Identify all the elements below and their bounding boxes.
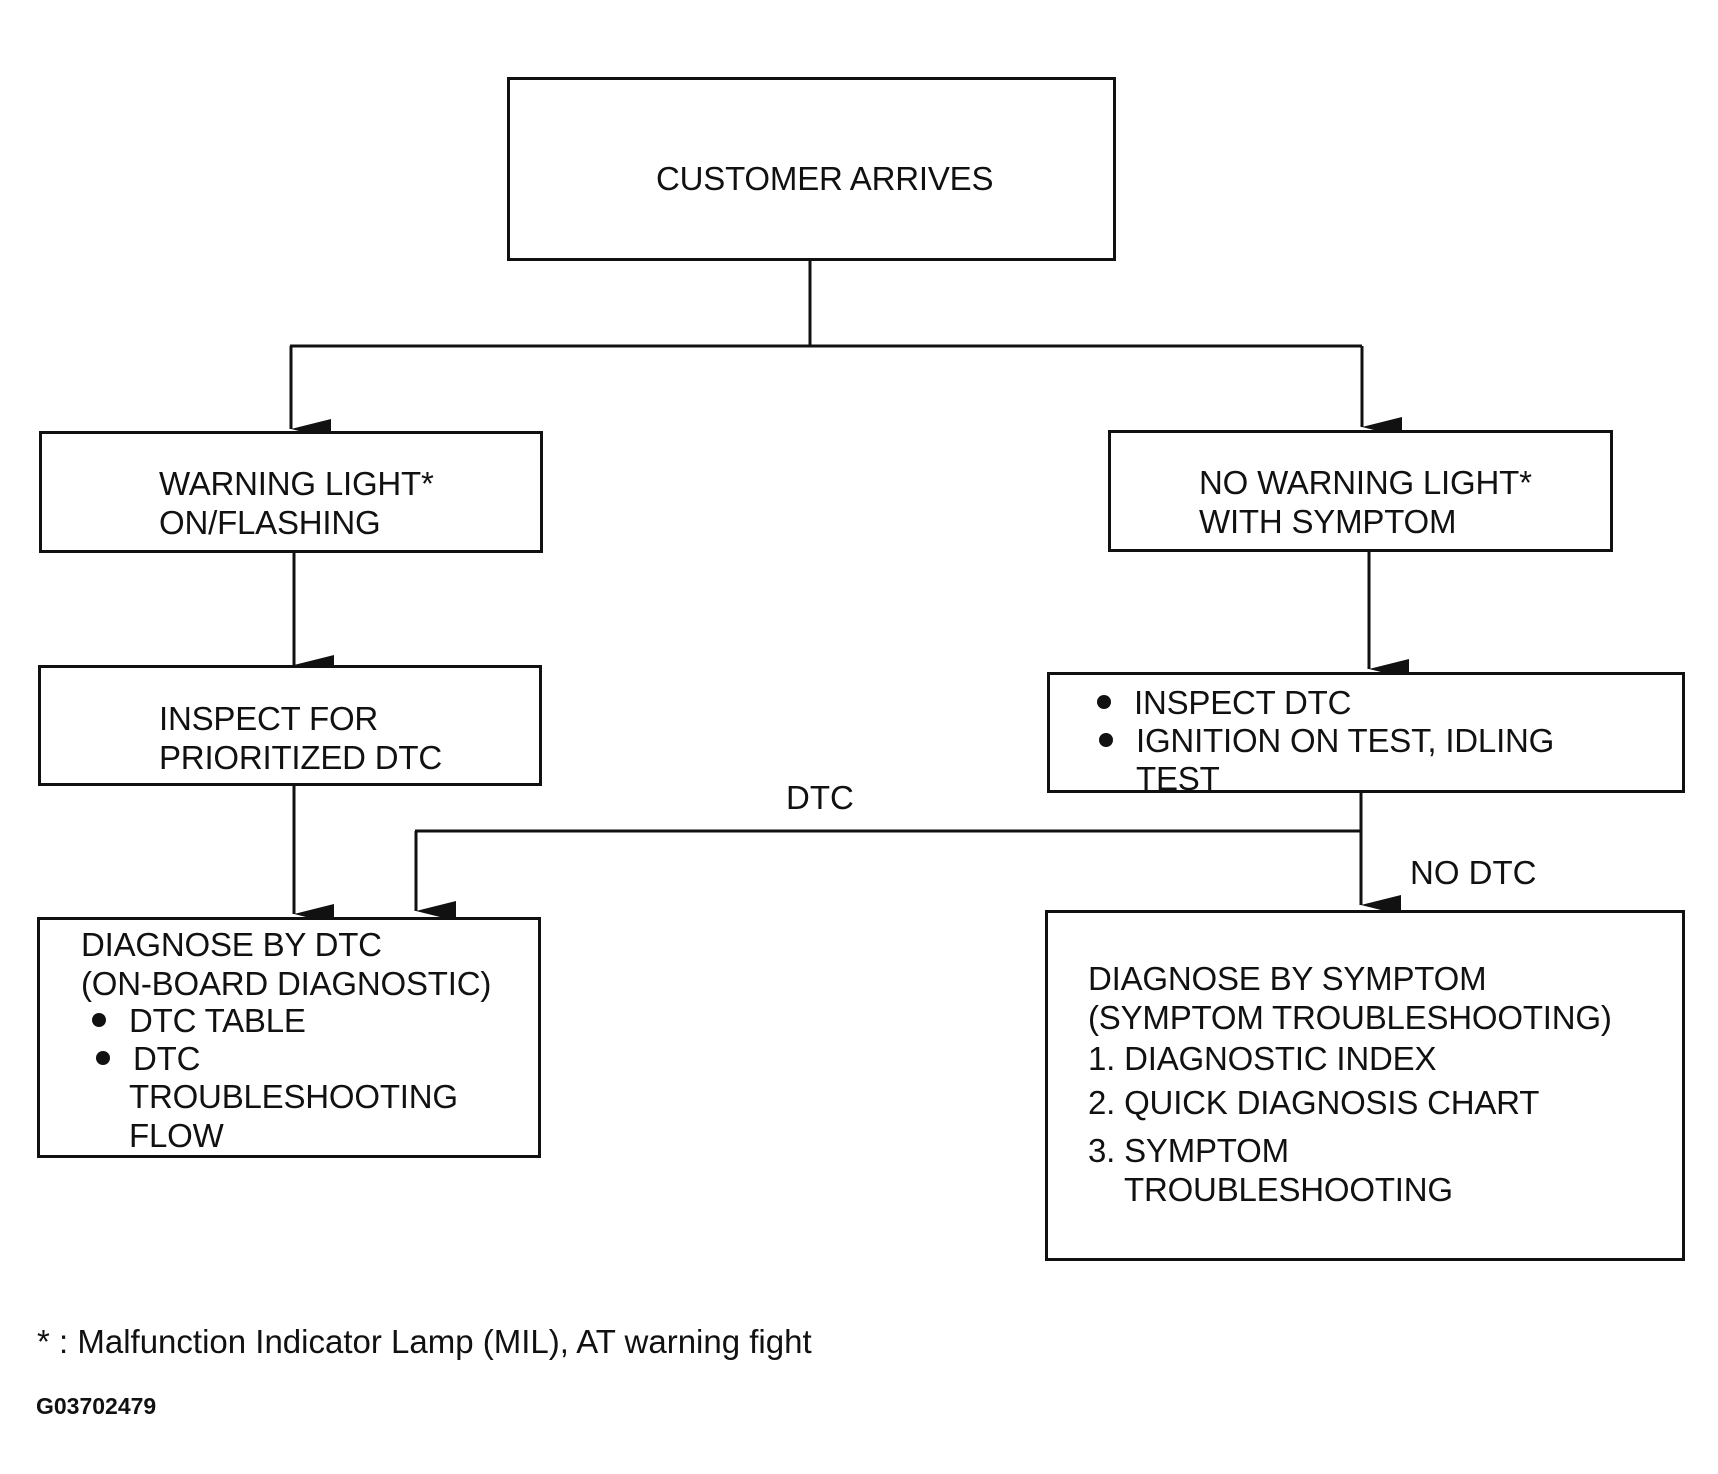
- node-diagnose-symptom-item2: 2. QUICK DIAGNOSIS CHART: [1088, 1084, 1540, 1121]
- node-no-warning-light: NO WARNING LIGHT* WITH SYMPTOM: [1108, 430, 1613, 552]
- node-inspect-dtc-bullet2-cont: TEST: [1136, 760, 1220, 797]
- node-no-warning-light-line1: NO WARNING LIGHT*: [1199, 464, 1532, 501]
- node-inspect-prioritized-line1: INSPECT FOR: [159, 700, 379, 737]
- node-customer-arrives: CUSTOMER ARRIVES: [507, 77, 1116, 261]
- node-diagnose-symptom-item3-cont: TROUBLESHOOTING: [1124, 1171, 1453, 1208]
- node-inspect-dtc-bullet1: INSPECT DTC: [1096, 684, 1352, 721]
- node-diagnose-dtc-bullet2: DTC: [95, 1040, 201, 1077]
- node-diagnose-symptom-item3: 3. SYMPTOM: [1088, 1132, 1289, 1169]
- node-diagnose-dtc-line2: (ON-BOARD DIAGNOSTIC): [81, 965, 492, 1002]
- node-customer-arrives-label: CUSTOMER ARRIVES: [656, 160, 994, 197]
- node-warning-light-line1: WARNING LIGHT*: [159, 465, 434, 502]
- node-diagnose-dtc-bullet1: DTC TABLE: [92, 1002, 306, 1039]
- node-diagnose-dtc-bullet2-cont1: TROUBLESHOOTING: [129, 1078, 458, 1115]
- node-inspect-dtc: INSPECT DTC IGNITION ON TEST, IDLING TES…: [1047, 672, 1685, 797]
- footnote: * : Malfunction Indicator Lamp (MIL), AT…: [37, 1323, 812, 1360]
- node-diagnose-symptom-line1: DIAGNOSE BY SYMPTOM: [1088, 960, 1487, 997]
- node-warning-light: WARNING LIGHT* ON/FLASHING: [39, 431, 543, 553]
- figure-id: G03702479: [36, 1393, 157, 1419]
- node-no-warning-light-line2: WITH SYMPTOM: [1199, 503, 1457, 540]
- node-diagnose-symptom-item1: 1. DIAGNOSTIC INDEX: [1088, 1040, 1437, 1077]
- node-diagnose-symptom: DIAGNOSE BY SYMPTOM (SYMPTOM TROUBLESHOO…: [1045, 910, 1685, 1261]
- node-diagnose-dtc-bullet2-cont2: FLOW: [129, 1117, 224, 1154]
- node-diagnose-symptom-line2: (SYMPTOM TROUBLESHOOTING): [1088, 999, 1612, 1036]
- edge-label-no-dtc: NO DTC: [1410, 854, 1537, 891]
- node-inspect-prioritized-line2: PRIORITIZED DTC: [159, 739, 442, 776]
- node-diagnose-dtc-line1: DIAGNOSE BY DTC: [81, 926, 382, 963]
- node-inspect-prioritized: INSPECT FOR PRIORITIZED DTC: [38, 665, 542, 786]
- node-warning-light-line2: ON/FLASHING: [159, 504, 381, 541]
- node-diagnose-dtc: DIAGNOSE BY DTC (ON-BOARD DIAGNOSTIC) DT…: [37, 917, 541, 1158]
- node-inspect-dtc-bullet2: IGNITION ON TEST, IDLING: [1098, 722, 1555, 759]
- edge-label-dtc: DTC: [786, 779, 854, 816]
